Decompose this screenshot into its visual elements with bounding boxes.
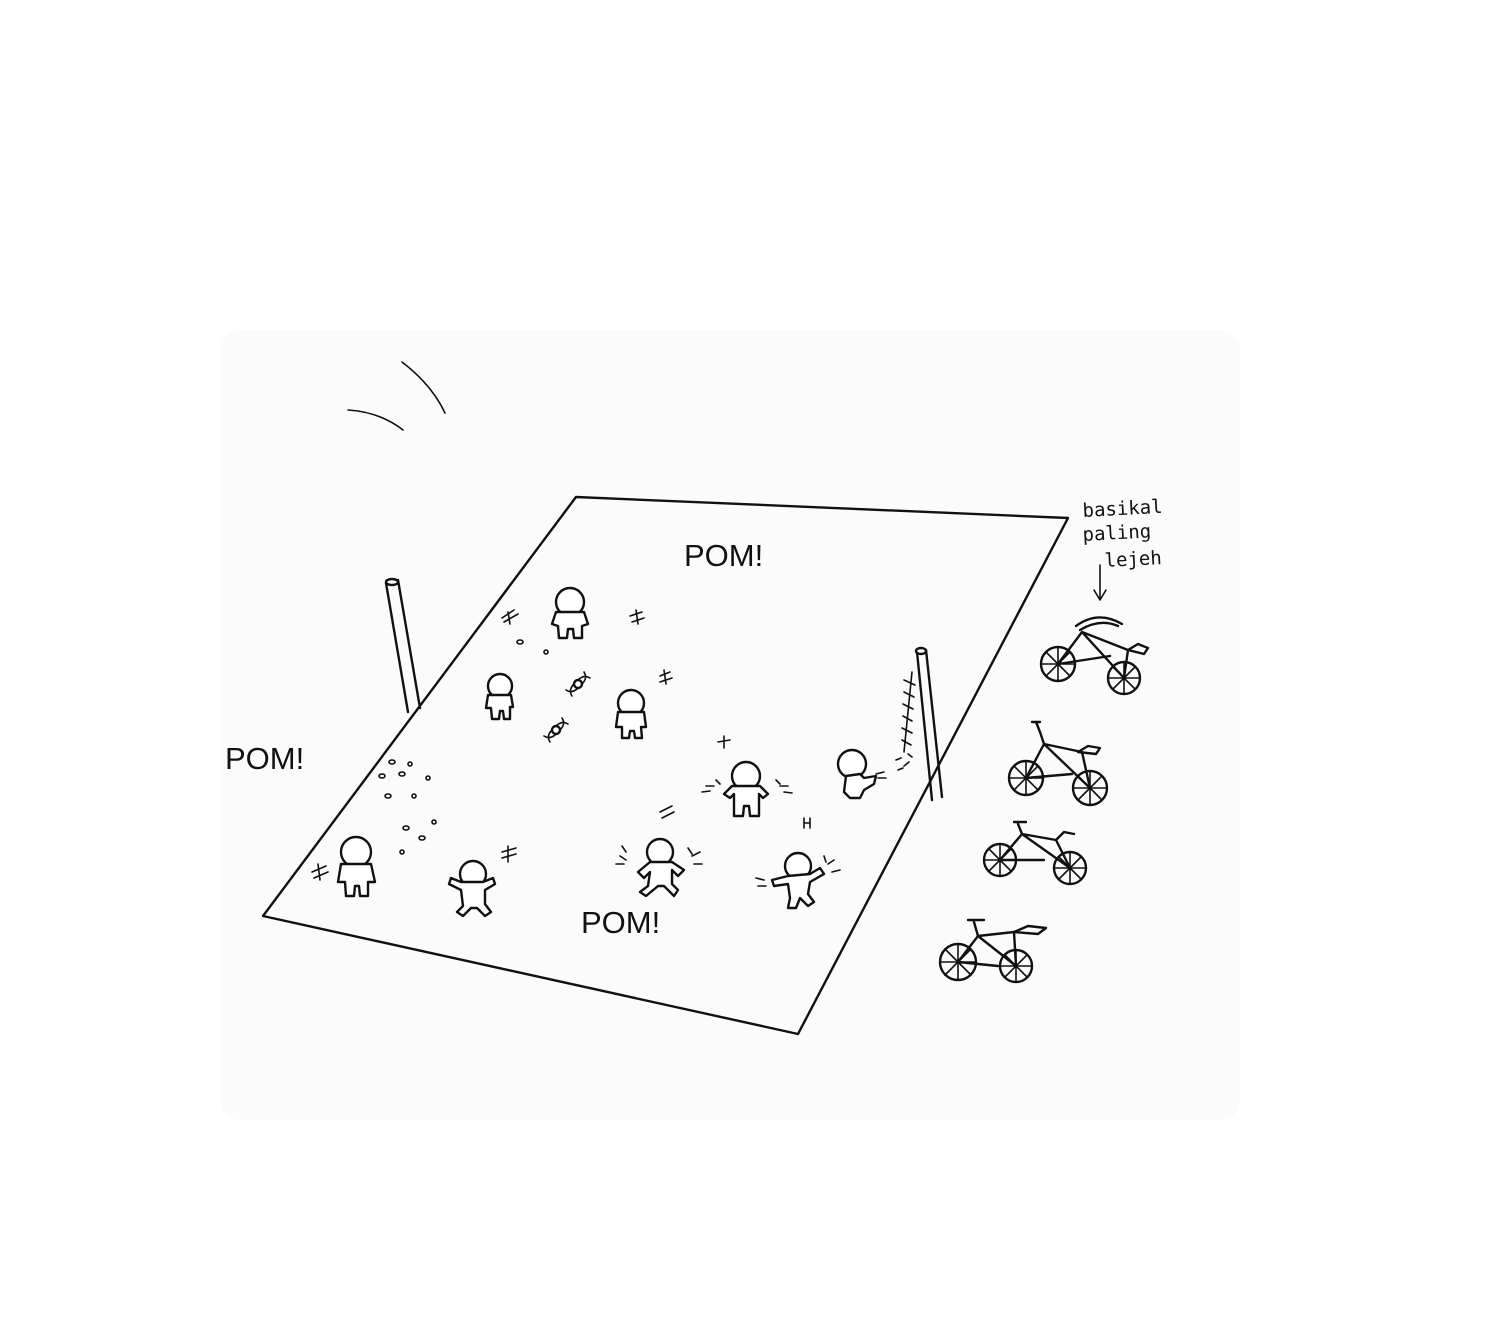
stray-stroke [401,361,446,414]
annotation-line: lejeh [1104,547,1163,572]
paper-sheet [220,330,1240,1120]
person [447,859,497,918]
person [755,851,841,910]
person [836,748,887,800]
bicycle [982,820,1088,886]
pebbles [378,639,549,855]
spinning-balls [543,671,591,743]
sound-effect-pom-top: POM! [684,538,764,573]
net [903,671,913,753]
person [701,760,793,818]
annotation-line: basikal [1082,495,1164,522]
person [615,837,703,898]
bicycle [1039,616,1150,696]
bicycle [1007,720,1109,807]
bicycle [938,918,1048,984]
person [484,672,515,721]
ball [565,671,591,697]
left-post [384,577,422,714]
right-post [895,646,944,802]
annotation-line: paling [1082,520,1152,546]
bicycles [938,616,1150,984]
stray-stroke [347,409,404,431]
sound-effect-pom-bottom: POM! [581,905,661,940]
annotation-arrow [1093,564,1107,601]
person [336,835,377,898]
person [614,688,648,740]
sound-effect-pom-left: POM! [225,741,305,776]
figures [336,586,887,918]
grass-tufts [311,609,811,881]
stray-strokes [347,361,446,431]
ball [543,717,569,743]
playing-field [261,495,1070,1036]
person [550,586,590,640]
